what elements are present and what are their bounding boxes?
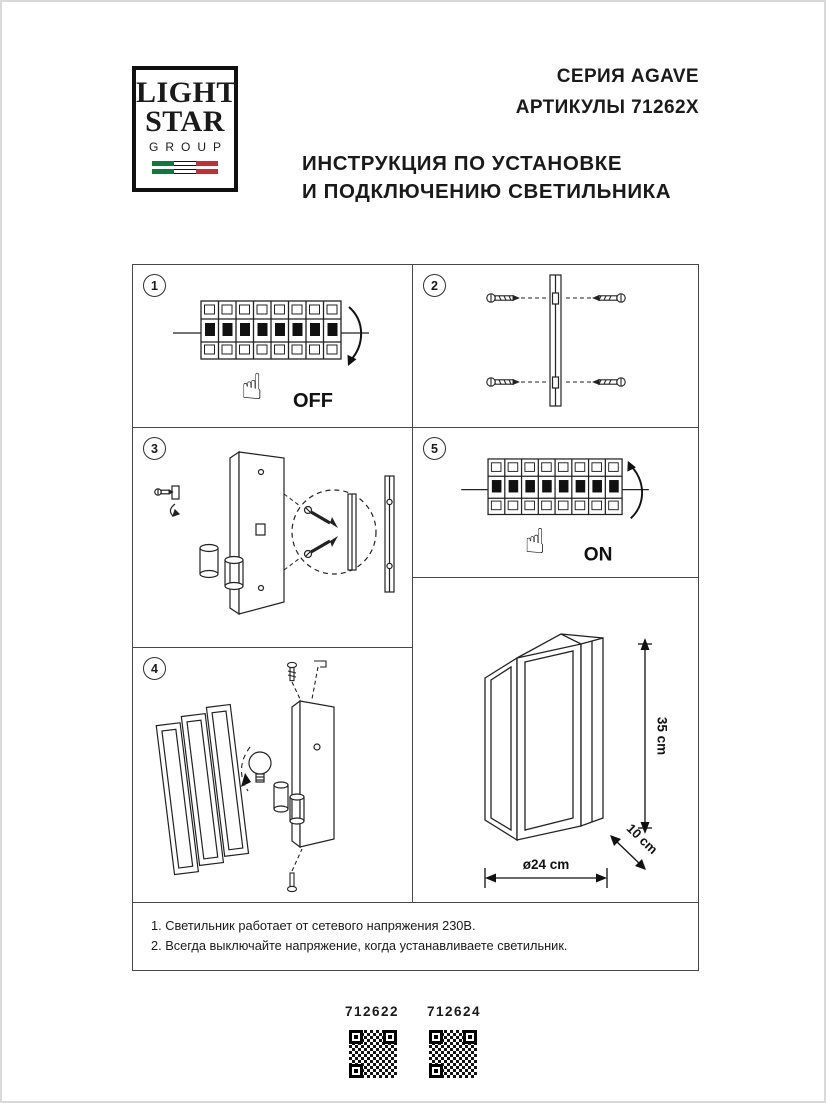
articles-title: АРТИКУЛЫ 71262X	[515, 97, 699, 118]
footer-article-numbers: 712622 712624	[2, 1004, 824, 1019]
step-3-panel: 3	[132, 427, 413, 648]
arrow-down-icon	[241, 773, 251, 787]
logo-line-star: STAR	[145, 104, 225, 138]
qr-code-right	[429, 1030, 477, 1078]
off-label: OFF	[293, 390, 333, 412]
backplate-mounting-illustration	[154, 450, 395, 616]
notes-panel: 1. Светильник работает от сетевого напря…	[132, 902, 699, 971]
logo-line-light: LIGHT	[136, 76, 237, 109]
wall-bracket-illustration	[486, 274, 626, 407]
instruction-title-line2: И ПОДКЛЮЧЕНИЮ СВЕТИЛЬНИКА	[302, 180, 672, 204]
arrow-up-icon	[629, 464, 643, 520]
lamp-dimensions-illustration: 35 cm ø24 cm 10 cm	[484, 633, 669, 888]
step-4-panel: 4	[132, 647, 413, 903]
step-5-number: 5	[423, 437, 446, 460]
pointing-hand-icon: ☝	[241, 367, 263, 408]
on-label: ON	[584, 544, 613, 565]
lightstar-logo: LIGHT STAR GROUP	[132, 66, 238, 192]
lamp-dimensions-panel: 35 cm ø24 cm 10 cm	[412, 577, 699, 903]
step-4-number: 4	[143, 657, 166, 680]
article-number-right: 712624	[427, 1004, 482, 1019]
instruction-title-line1: ИНСТРУКЦИЯ ПО УСТАНОВКЕ	[302, 152, 623, 175]
header: СЕРИЯ AGAVE АРТИКУЛЫ 71262X ИНСТРУКЦИЯ П…	[302, 66, 699, 207]
step-5-panel: 5	[412, 427, 699, 578]
note-line-1: 1. Светильник работает от сетевого напря…	[151, 918, 476, 933]
zoom-circle	[291, 489, 377, 575]
qr-code-left	[349, 1030, 397, 1078]
step-1-panel: 1	[132, 264, 413, 428]
step-3-number: 3	[143, 437, 166, 460]
note-line-2: 2. Всегда выключайте напряжение, когда у…	[151, 938, 568, 954]
instruction-grid: 1	[132, 264, 699, 971]
step-1-number: 1	[143, 274, 166, 297]
pointing-hand-icon: ☝	[524, 522, 545, 562]
dimension-height-label: 35 cm	[654, 717, 669, 755]
step-2-panel: 2	[412, 264, 699, 428]
arrow-down-icon	[348, 306, 363, 362]
breaker-on-illustration: ☝ ON	[461, 458, 649, 565]
footer-qr-codes	[2, 1030, 824, 1078]
article-number-left: 712622	[344, 1004, 399, 1019]
series-title: СЕРИЯ AGAVE	[556, 66, 699, 87]
logo-line-group: GROUP	[148, 140, 228, 154]
breaker-off-illustration: ☝ OFF	[173, 300, 369, 412]
italian-flag-icon	[152, 161, 218, 174]
step-2-number: 2	[423, 274, 446, 297]
assembly-illustration	[155, 660, 335, 893]
dimension-diameter-label: ø24 cm	[523, 857, 570, 872]
